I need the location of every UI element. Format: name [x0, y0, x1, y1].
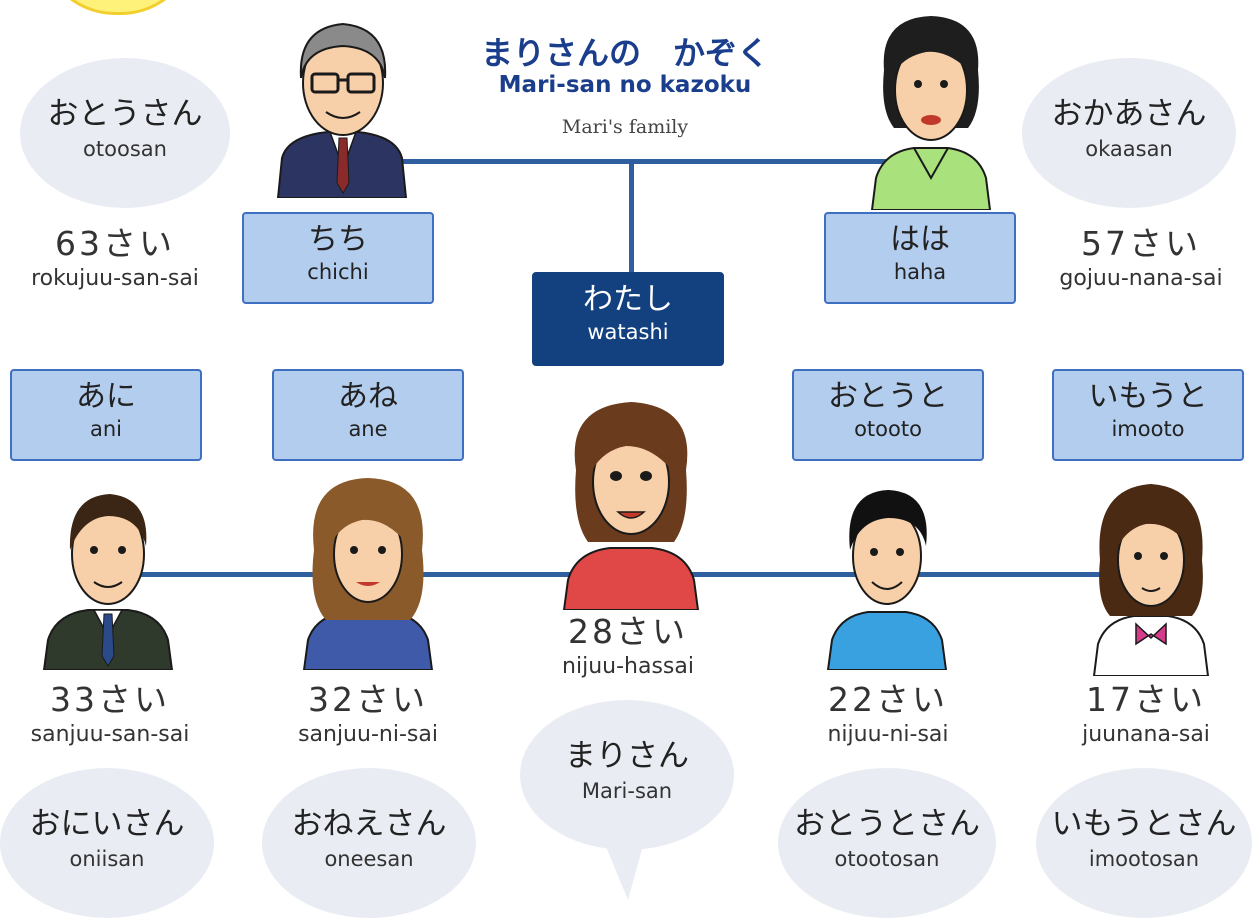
diagram-title-english: Mari's family [561, 116, 689, 138]
younger-brother-age-romaji: nijuu-ni-sai [827, 722, 949, 747]
younger-sister-age-value: 17さい [1086, 680, 1206, 719]
mother-age-value: 57さい [1081, 224, 1201, 263]
self-age-romaji: nijuu-hassai [562, 654, 694, 679]
younger-sister-illustration [1092, 484, 1210, 676]
younger-brother-address-term: おとうとさん [794, 806, 980, 842]
younger-brother-age: 22さい nijuu-ni-sai [780, 680, 996, 750]
elder-sister-age: 32さい sanjuu-ni-sai [260, 680, 476, 750]
self-address-romaji: Mari-san [581, 779, 673, 803]
younger-brother-label-box: おとうと otooto [792, 369, 984, 461]
elder-sister-address-romaji: oneesan [324, 847, 414, 871]
younger-sister-term-romaji: imooto [1111, 417, 1185, 441]
younger-brother-age-value: 22さい [828, 680, 948, 719]
parents-connector-line [340, 159, 900, 164]
younger-sister-address-romaji: imootosan [1088, 847, 1200, 871]
decorative-circle [40, 0, 196, 15]
younger-brother-illustration [826, 490, 948, 670]
elder-brother-illustration [42, 494, 174, 670]
self-address-term: まりさん [565, 738, 689, 774]
younger-sister-label-box: いもうと imooto [1052, 369, 1244, 461]
father-age-value: 63さい [55, 224, 175, 263]
mother-illustration [870, 16, 992, 210]
father-illustration [276, 22, 408, 198]
younger-sister-age: 17さい juunana-sai [1040, 680, 1252, 750]
diagram-title-romaji: Mari-san no kazoku [498, 72, 752, 98]
mother-address-romaji: okaasan [1085, 137, 1173, 161]
elder-brother-age: 33さい sanjuu-san-sai [0, 680, 220, 750]
mother-address-term: おかあさん [1051, 96, 1207, 132]
father-address-romaji: otoosan [83, 137, 167, 161]
younger-brother-address-bubble: おとうとさん otootosan [778, 768, 996, 918]
elder-brother-address-bubble: おにいさん oniisan [0, 768, 214, 918]
father-term-romaji: chichi [307, 260, 369, 284]
elder-sister-address-term: おねえさん [291, 806, 447, 842]
elder-sister-address-bubble: おねえさん oneesan [262, 768, 476, 918]
elder-brother-term-romaji: ani [89, 417, 122, 441]
elder-sister-age-romaji: sanjuu-ni-sai [298, 722, 438, 747]
mother-age: 57さい gojuu-nana-sai [1030, 224, 1252, 294]
younger-sister-age-romaji: juunana-sai [1082, 722, 1210, 747]
mother-address-bubble: おかあさん okaasan [1022, 58, 1236, 208]
elder-sister-illustration [302, 478, 434, 670]
father-age: 63さい rokujuu-san-sai [0, 224, 230, 294]
younger-brother-address-romaji: otootosan [834, 847, 940, 871]
elder-brother-age-romaji: sanjuu-san-sai [30, 722, 190, 747]
father-age-romaji: rokujuu-san-sai [31, 266, 199, 291]
self-term-romaji: watashi [587, 320, 669, 344]
elder-brother-age-value: 33さい [50, 680, 170, 719]
elder-brother-address-romaji: oniisan [69, 847, 145, 871]
self-label-box: わたし watashi [532, 272, 724, 366]
mother-age-romaji: gojuu-nana-sai [1059, 266, 1223, 291]
elder-brother-term: あに [76, 379, 136, 414]
mother-term: はは [890, 222, 950, 257]
mari-illustration [562, 402, 700, 610]
mother-label-box: はは haha [824, 212, 1016, 304]
father-term: ちち [308, 222, 368, 257]
self-connector-line [629, 162, 634, 272]
elder-brother-label-box: あに ani [10, 369, 202, 461]
elder-sister-age-value: 32さい [308, 680, 428, 719]
mother-term-romaji: haha [893, 260, 947, 284]
diagram-title: まりさんの かぞく [480, 34, 769, 72]
elder-sister-term: あね [338, 379, 398, 414]
elder-sister-label-box: あね ane [272, 369, 464, 461]
younger-sister-address-bubble: いもうとさん imootosan [1036, 768, 1252, 918]
self-address-bubble: まりさん Mari-san [520, 700, 734, 850]
younger-sister-term: いもうと [1088, 379, 1208, 414]
younger-brother-term: おとうと [828, 379, 948, 414]
father-address-term: おとうさん [47, 96, 203, 132]
younger-sister-address-term: いもうとさん [1051, 806, 1237, 842]
self-term: わたし [583, 282, 673, 317]
father-address-bubble: おとうさん otoosan [20, 58, 230, 208]
self-age-value: 28さい [568, 612, 688, 651]
self-bubble-tail [604, 842, 644, 900]
self-age: 28さい nijuu-hassai [520, 612, 736, 682]
elder-brother-address-term: おにいさん [29, 806, 185, 842]
younger-brother-term-romaji: otooto [854, 417, 922, 441]
father-label-box: ちち chichi [242, 212, 434, 304]
elder-sister-term-romaji: ane [348, 417, 388, 441]
